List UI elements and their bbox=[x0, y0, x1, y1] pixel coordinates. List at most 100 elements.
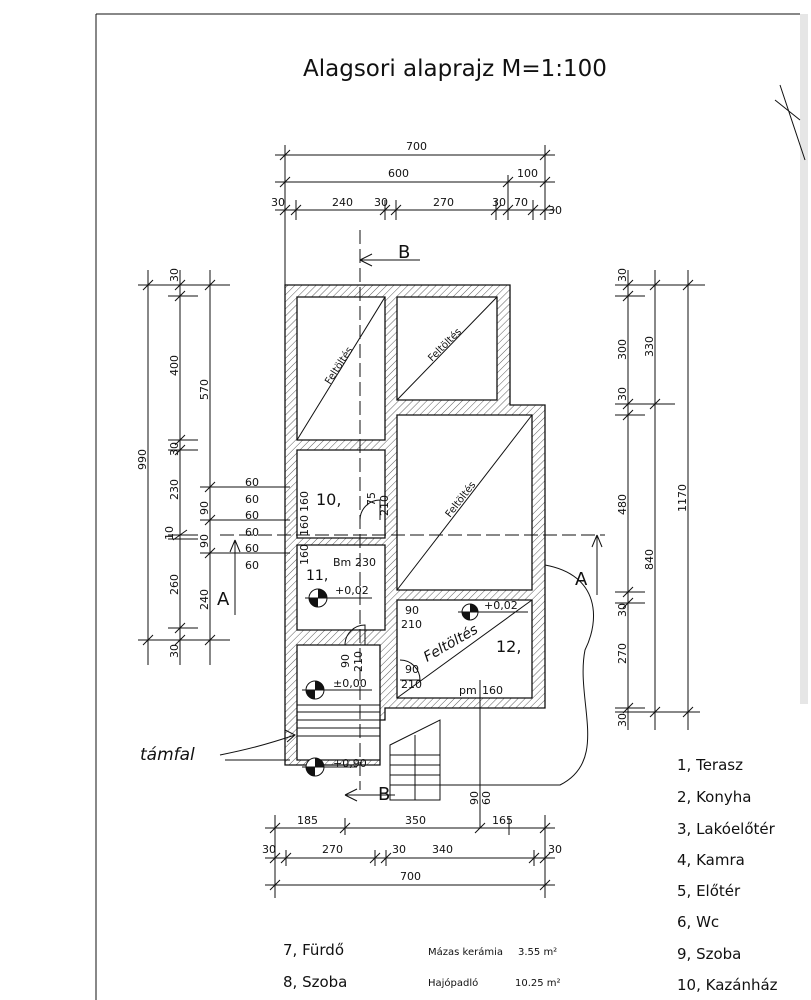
dim-total-width: 700 bbox=[406, 140, 427, 153]
dim-600: 600 bbox=[388, 167, 409, 180]
dim-label: 165 bbox=[492, 814, 513, 827]
dim-label: 270 bbox=[433, 196, 454, 209]
dim-label: 30 bbox=[548, 204, 562, 217]
dim-label: 10 bbox=[163, 526, 176, 540]
bm-value: 230 bbox=[355, 556, 376, 569]
dim-label: 480 bbox=[616, 494, 629, 515]
dim-label: 30 bbox=[168, 268, 181, 282]
dim-label: 350 bbox=[405, 814, 426, 827]
dim-label: 330 bbox=[643, 336, 656, 357]
legend-item: 2, Konyha bbox=[677, 788, 751, 806]
legend-item: 7, Fürdő bbox=[283, 941, 344, 959]
fill-label: Feltöltés bbox=[426, 326, 464, 364]
dim-label: 30 bbox=[392, 843, 406, 856]
legend-item: 10, Kazánház bbox=[677, 976, 778, 994]
dim-label: 185 bbox=[297, 814, 318, 827]
materials-table: Mázas kerámia 3.55 m² Hajópadló 10.25 m² bbox=[428, 946, 561, 989]
dim-label: 60 bbox=[245, 476, 259, 489]
door-dim: 90 bbox=[405, 663, 419, 676]
dim-label: 30 bbox=[168, 644, 181, 658]
dim-label: 240 bbox=[198, 589, 211, 610]
dim-label: 60 bbox=[245, 526, 259, 539]
window-dim: 160 bbox=[298, 544, 311, 565]
dim-100: 100 bbox=[517, 167, 538, 180]
dim-label: 60 bbox=[245, 542, 259, 555]
dim-label: 840 bbox=[643, 549, 656, 570]
door-dim: 210 bbox=[352, 651, 365, 672]
top-dimensions: 700 600 100 30 240 30 270 30 70 30 bbox=[271, 140, 562, 285]
left-dimensions: 990 30 400 30 230 10 260 30 570 90 90 24… bbox=[136, 268, 290, 665]
door-dim: 60 bbox=[480, 791, 493, 805]
dim-label: 400 bbox=[168, 355, 181, 376]
dim-label: 30 bbox=[168, 442, 181, 456]
page-frame bbox=[95, 13, 808, 1000]
level-marker-icon bbox=[305, 588, 372, 608]
legend-item: 6, Wc bbox=[677, 913, 719, 931]
dim-label: 30 bbox=[616, 268, 629, 282]
legend-item: 9, Szoba bbox=[677, 945, 741, 963]
dim-label: 300 bbox=[616, 339, 629, 360]
material-area: 3.55 m² bbox=[518, 947, 557, 958]
dim-label: 570 bbox=[198, 379, 211, 400]
door-dim: 90 bbox=[468, 791, 481, 805]
dim-label: 30 bbox=[262, 843, 276, 856]
level-markers: +0,02 +0,02 ±0,00 +0,90 bbox=[302, 584, 528, 777]
section-b-top: B bbox=[398, 242, 410, 263]
door-dim: 210 bbox=[401, 618, 422, 631]
room-12-label: 12, bbox=[496, 637, 521, 656]
window-dim: 160 bbox=[298, 491, 311, 512]
room-legend-left: 7, Fürdő 8, Szoba bbox=[283, 941, 347, 991]
dim-label: 270 bbox=[616, 643, 629, 664]
legend-item: 3, Lakóelőtér bbox=[677, 820, 776, 838]
section-b-bottom: B bbox=[378, 784, 390, 805]
dim-label: 30 bbox=[492, 196, 506, 209]
level-label: +0,02 bbox=[335, 584, 369, 597]
level-marker-icon bbox=[302, 757, 357, 777]
material-area: 10.25 m² bbox=[515, 978, 561, 989]
bottom-dimensions: 185 350 165 30 270 30 340 30 700 bbox=[262, 814, 562, 898]
fill-label: Feltöltés bbox=[322, 345, 355, 387]
dim-label: 30 bbox=[271, 196, 285, 209]
door-dim: 90 bbox=[339, 654, 352, 668]
note-arrow-icon bbox=[219, 729, 296, 761]
door-dim: 210 bbox=[378, 495, 391, 516]
dim-label: 90 bbox=[198, 501, 211, 515]
legend-item: 8, Szoba bbox=[283, 973, 347, 991]
section-a-right: A bbox=[575, 569, 588, 590]
fill-label: Feltöltés bbox=[443, 479, 478, 520]
room-11-label: 11, bbox=[306, 568, 328, 584]
dim-total-depth-left: 990 bbox=[136, 449, 149, 470]
legend-item: 5, Előtér bbox=[677, 882, 741, 900]
door-dim: 75 bbox=[365, 492, 378, 506]
room-10-label: 10, bbox=[316, 490, 341, 509]
section-markers: B B A A bbox=[217, 242, 603, 805]
dim-label: 30 bbox=[616, 603, 629, 617]
dim-label: 70 bbox=[514, 196, 528, 209]
section-a-left: A bbox=[217, 589, 230, 610]
dim-label: 60 bbox=[245, 509, 259, 522]
level-label: +0,02 bbox=[484, 599, 518, 612]
pm-value: 160 bbox=[482, 684, 503, 697]
legend-item: 4, Kamra bbox=[677, 851, 745, 869]
dim-label: 260 bbox=[168, 574, 181, 595]
level-marker-icon bbox=[458, 603, 528, 621]
dim-label: 30 bbox=[374, 196, 388, 209]
dim-label: 270 bbox=[322, 843, 343, 856]
room-legend-right: 1, Terasz 2, Konyha 3, Lakóelőtér 4, Kam… bbox=[677, 756, 778, 994]
level-label: ±0,00 bbox=[333, 677, 367, 690]
building-outline bbox=[220, 230, 605, 801]
dim-label: 30 bbox=[548, 843, 562, 856]
door-dim: 90 bbox=[405, 604, 419, 617]
dim-label: 240 bbox=[332, 196, 353, 209]
bm-label: Bm bbox=[333, 556, 351, 569]
material-name: Mázas kerámia bbox=[428, 946, 503, 958]
right-dimensions: 30 300 30 480 30 270 30 330 840 1170 bbox=[615, 268, 705, 730]
dim-label: 340 bbox=[432, 843, 453, 856]
dim-label: 60 bbox=[245, 559, 259, 572]
legend-item: 1, Terasz bbox=[677, 756, 743, 774]
door-dim: 210 bbox=[401, 678, 422, 691]
level-marker-icon bbox=[302, 680, 372, 700]
level-label: +0,90 bbox=[333, 757, 367, 770]
dim-total-depth-right: 1170 bbox=[676, 484, 689, 512]
